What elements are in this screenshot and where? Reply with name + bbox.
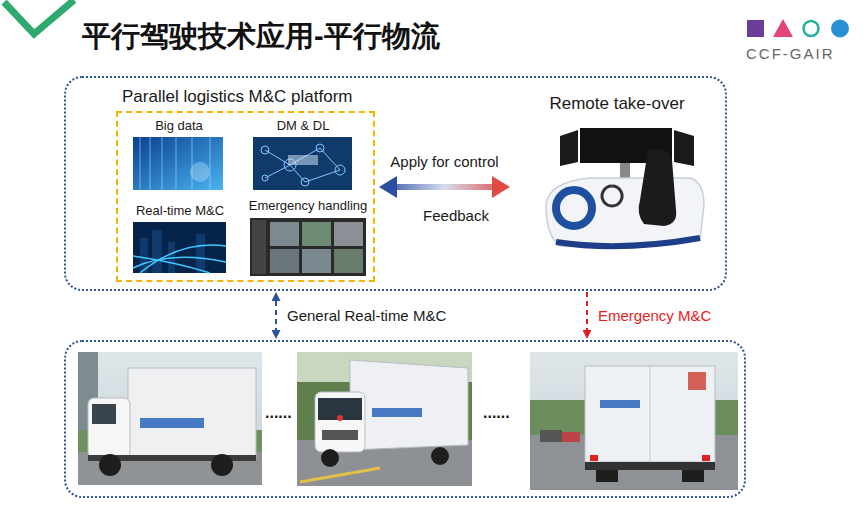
- module-tile: DM & DL: [250, 118, 356, 192]
- edge-label: Apply for control: [388, 153, 500, 170]
- logo-text: CCF-GAIR: [746, 45, 835, 62]
- truck-photo: [297, 352, 472, 486]
- node-label: Emergency handling: [249, 199, 368, 214]
- module-tile: Real-time M&C: [128, 203, 232, 275]
- big-data-picture: [133, 137, 223, 190]
- module-tile: Emergency handling: [245, 198, 372, 278]
- city-monitoring-picture: [133, 222, 226, 273]
- emergency-arrow: [586, 292, 588, 330]
- region-box: Parallel logistics M&C platformBig data D…: [64, 76, 727, 291]
- node-label: Real-time M&C: [136, 204, 224, 219]
- driving-simulator-picture: [546, 128, 704, 247]
- check-mark: [4, 0, 74, 34]
- module-tile: Big data: [130, 118, 228, 192]
- deep-learning-picture: [253, 137, 352, 190]
- monitoring-arrow: [275, 301, 277, 330]
- node-label: Remote take-over: [549, 94, 684, 114]
- takeover-station: Remote take-over: [514, 92, 720, 254]
- edge-label: General Real-time M&C: [285, 307, 448, 324]
- arrow-label: Feedback: [423, 207, 489, 224]
- ellipsis-dots: ......: [483, 404, 510, 422]
- fleet-box: [64, 340, 746, 498]
- logo-shapes: [747, 19, 849, 38]
- edge-label: Emergency M&C: [596, 307, 713, 324]
- monitor-wall-picture: [250, 218, 366, 276]
- node-label: Big data: [155, 119, 203, 134]
- ellipsis-dots: ......: [265, 404, 292, 422]
- control-arrow: [397, 184, 492, 190]
- slide-title: 平行驾驶技术应用-平行物流: [82, 17, 440, 57]
- node-label: DM & DL: [277, 119, 330, 134]
- truck-photo: [530, 352, 738, 490]
- truck-photo: [78, 352, 262, 485]
- group-heading: Parallel logistics M&C platform: [122, 87, 353, 107]
- platform-box: Parallel logistics M&C platformBig dataD…: [116, 111, 375, 282]
